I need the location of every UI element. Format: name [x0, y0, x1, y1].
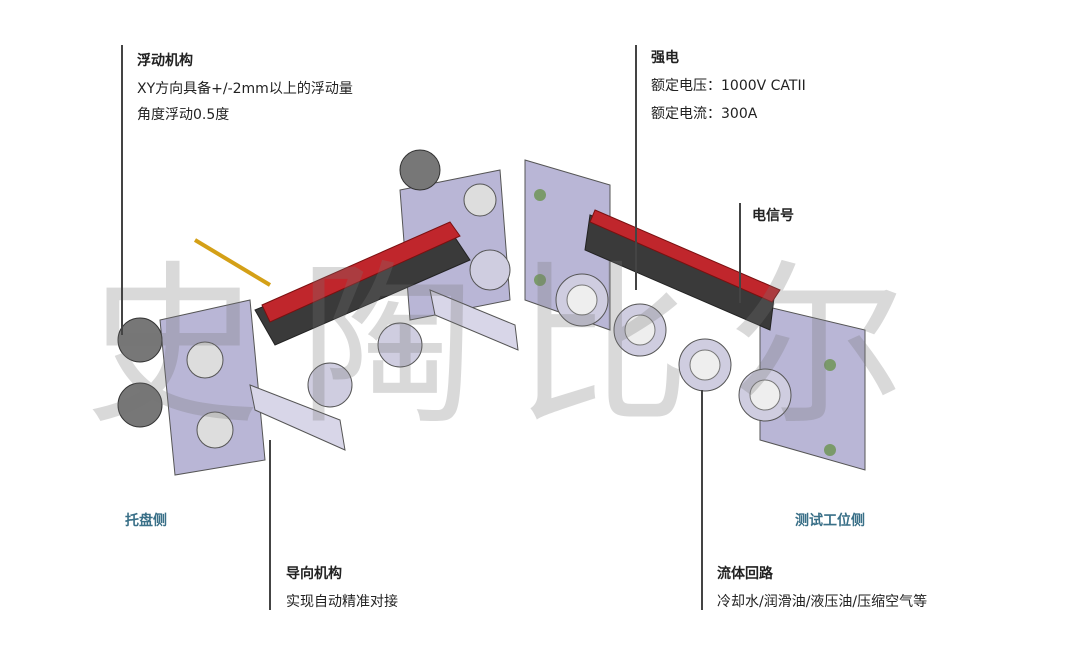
test-station-side-connector	[524, 159, 866, 471]
tray-side-label: 托盘侧	[125, 513, 167, 529]
floating-callout-line	[121, 45, 123, 335]
watermark: 史陶比尔	[85, 246, 945, 449]
test-station-side-label: 测试工位侧	[795, 513, 865, 529]
floating-line1: XY方向具备+/-2mm以上的浮动量	[137, 81, 353, 97]
floating-line2: 角度浮动0.5度	[137, 107, 230, 123]
guide-title: 导向机构	[286, 566, 342, 582]
signal-callout-line	[739, 203, 741, 303]
power-callout-line	[635, 45, 637, 290]
fluid-line1: 冷却水/润滑油/液压油/压缩空气等	[717, 594, 928, 610]
power-line1: 额定电压：1000V CATII	[651, 78, 806, 94]
guide-line1: 实现自动精准对接	[286, 594, 398, 610]
floating-title: 浮动机构	[137, 53, 193, 69]
tray-side-connector	[117, 149, 519, 476]
fluid-title: 流体回路	[717, 566, 773, 582]
power-title: 强电	[651, 50, 679, 66]
signal-title: 电信号	[752, 208, 794, 224]
guide-callout-line	[269, 440, 271, 610]
power-line2: 额定电流：300A	[651, 106, 758, 122]
fluid-callout-line	[701, 390, 703, 610]
